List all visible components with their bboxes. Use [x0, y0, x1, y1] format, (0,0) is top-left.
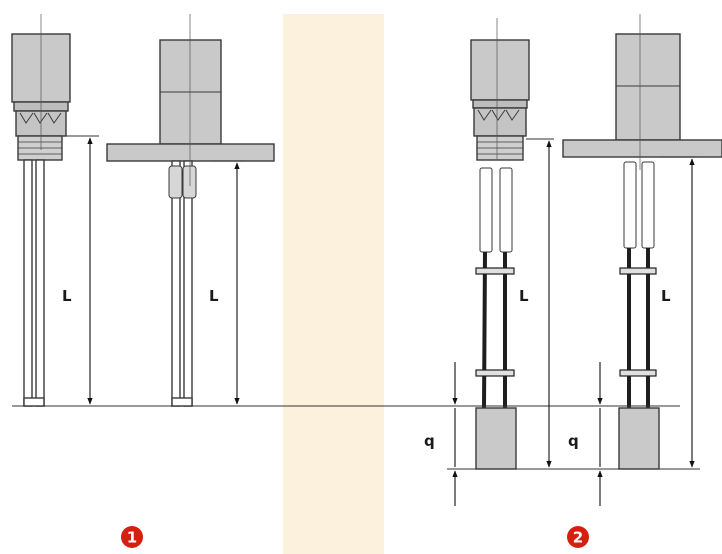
probe-2b-cables	[627, 248, 650, 408]
probe-2b-flanged	[562, 33, 722, 249]
background-band	[283, 14, 384, 554]
probe-1a-rod-right	[35, 159, 45, 407]
label-L-probe-2a: L	[519, 287, 529, 305]
variant-badge-1-label: 1	[127, 529, 137, 547]
variant-badge-1: 1	[121, 526, 143, 548]
variant-badge-2-label: 2	[573, 529, 583, 547]
label-q-probe-2a: q	[424, 432, 435, 450]
probe-2b-weight	[618, 407, 660, 470]
variant-badge-2: 2	[567, 526, 589, 548]
label-L-probe-1a: L	[62, 287, 72, 305]
probe-1b-flanged	[106, 39, 275, 407]
probe-2a-head	[470, 39, 530, 101]
probe-2a-threaded	[470, 39, 530, 253]
probe-2a-spacer-bottom	[475, 369, 515, 377]
probe-1a-rod-left	[23, 159, 33, 407]
label-L-probe-2b: L	[661, 287, 671, 305]
probe-2a-weight	[475, 407, 517, 470]
probe-2b-head	[615, 33, 681, 141]
probe-1b-flange	[106, 143, 275, 162]
probe-2b-flange	[562, 139, 722, 158]
label-q-probe-2b: q	[568, 432, 579, 450]
probe-2b-spacer-bottom	[619, 369, 657, 377]
probe-2a-cables	[482, 251, 507, 409]
probe-2a-spacer-top	[475, 267, 515, 275]
label-L-probe-1b: L	[209, 287, 219, 305]
probe-2a-nut	[473, 107, 527, 137]
probe-2b-spacer-top	[619, 267, 657, 275]
